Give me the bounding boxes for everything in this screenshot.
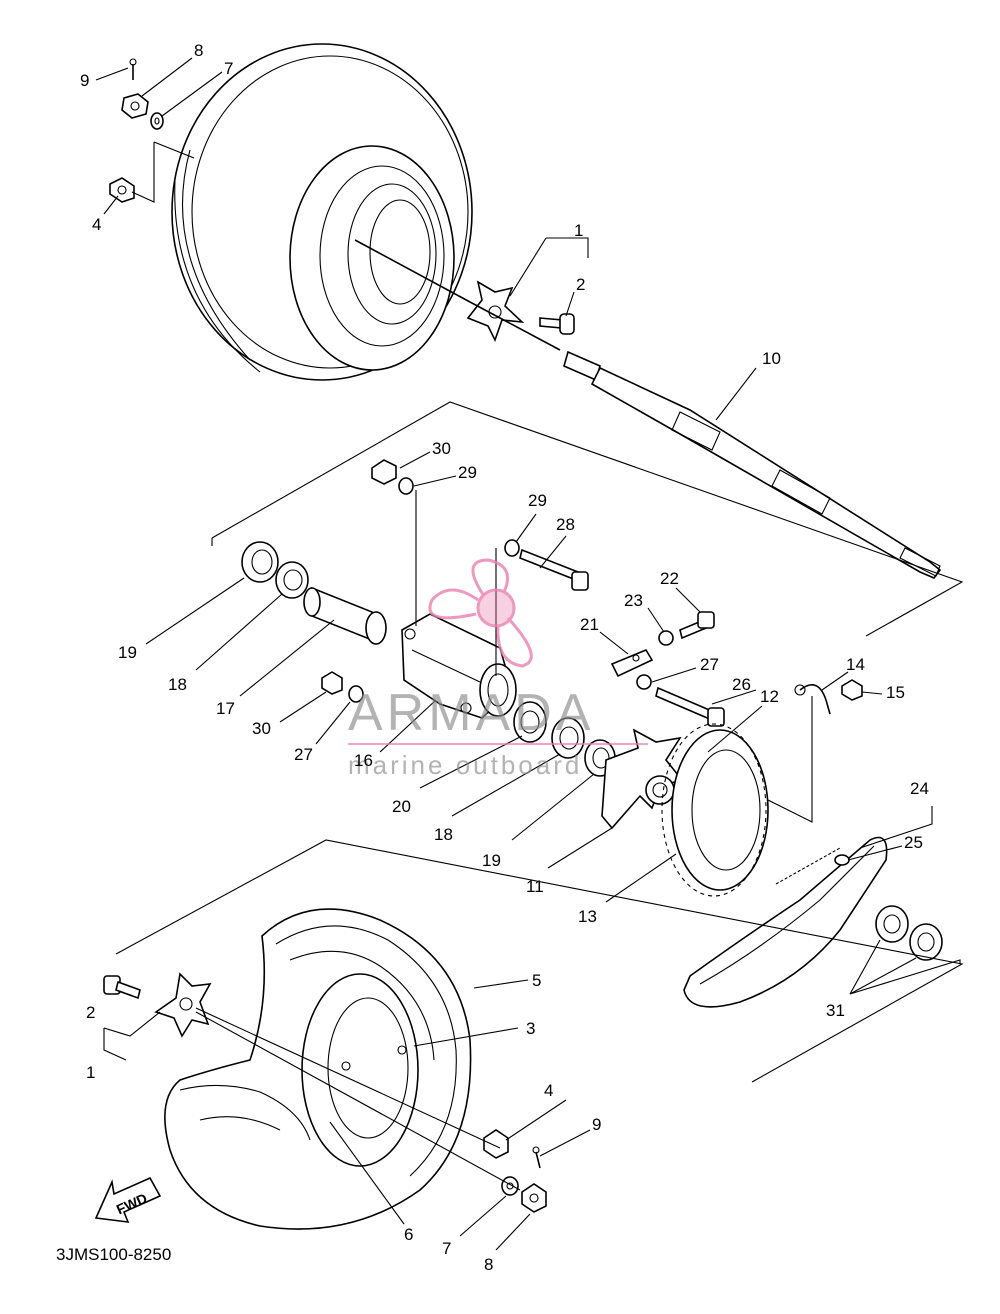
axle-housing xyxy=(401,613,517,719)
bottom-castle-nut xyxy=(521,1183,547,1213)
callout-25: 25 xyxy=(904,833,923,852)
nut-15 xyxy=(841,679,863,701)
callout-15: 15 xyxy=(886,683,905,702)
bracket-14 xyxy=(794,684,831,715)
callout-4-top: 4 xyxy=(92,215,101,234)
watermark: ARMADA marine outboard xyxy=(348,558,648,780)
guide-line-bottom-axis xyxy=(195,1007,501,1149)
callout-11: 11 xyxy=(526,877,544,896)
nut-30-top xyxy=(371,459,397,485)
chain-adjuster-21 xyxy=(610,648,654,678)
watermark-brand: ARMADA xyxy=(348,684,594,742)
callout-29-top: 29 xyxy=(458,463,477,482)
left-oil-seal-18 xyxy=(275,561,309,599)
top-hub-bolt xyxy=(539,313,575,335)
callout-numbers: 9 8 7 4 1 2 10 30 29 29 28 22 23 21 27 1… xyxy=(80,41,929,1274)
callout-28: 28 xyxy=(556,515,575,534)
callout-14: 14 xyxy=(846,655,865,674)
top-wheel-tire xyxy=(171,43,473,381)
washer-29-top xyxy=(398,477,414,495)
top-castle-nut xyxy=(121,93,149,119)
right-oil-seal-18 xyxy=(551,717,585,759)
callout-2-top: 2 xyxy=(576,275,585,294)
callout-22: 22 xyxy=(660,569,679,588)
washer-27-right xyxy=(636,674,652,690)
top-wheel-nut xyxy=(109,177,135,203)
callout-18-right: 18 xyxy=(434,825,453,844)
spacer-17 xyxy=(303,586,387,645)
callout-27-right: 27 xyxy=(700,655,719,674)
callout-17: 17 xyxy=(216,699,235,718)
diagram-code: 3JMS100-8250 xyxy=(56,1245,171,1264)
callout-29-right: 29 xyxy=(528,491,547,510)
bottom-wheel-hub xyxy=(154,972,212,1038)
bottom-wheel-nut xyxy=(483,1129,509,1159)
rear-axle-shaft xyxy=(354,239,942,579)
callout-31: 31 xyxy=(826,1001,845,1020)
callout-5: 5 xyxy=(532,971,541,990)
callout-4-bottom: 4 xyxy=(544,1081,553,1100)
bottom-washer xyxy=(501,1176,519,1196)
guide-line-14 xyxy=(767,696,813,823)
callout-18-left: 18 xyxy=(168,675,187,694)
drive-chain-24 xyxy=(683,836,888,1008)
callout-10: 10 xyxy=(762,349,781,368)
callout-26: 26 xyxy=(732,675,751,694)
bottom-cotter-pin xyxy=(532,1146,541,1169)
callout-24: 24 xyxy=(910,779,929,798)
right-bearing-20 xyxy=(513,701,547,743)
bolt-26 xyxy=(655,686,725,727)
collar-31 xyxy=(875,905,943,961)
center-assembly-outline xyxy=(211,401,964,637)
callout-1-top: 1 xyxy=(574,221,583,240)
callout-1-bottom: 1 xyxy=(86,1063,95,1082)
nut-30-left xyxy=(321,671,343,695)
bottom-hub-bolt xyxy=(103,975,141,1000)
callout-13: 13 xyxy=(578,907,597,926)
bottom-assembly-outline xyxy=(115,839,964,1083)
callout-3: 3 xyxy=(526,1019,535,1038)
callout-21: 21 xyxy=(580,615,599,634)
washer-27-left xyxy=(348,685,364,703)
callout-30-left: 30 xyxy=(252,719,271,738)
bottom-wheel-tire xyxy=(164,908,472,1230)
bolt-22 xyxy=(679,611,715,640)
callout-27-left: 27 xyxy=(294,745,313,764)
callout-19-right: 19 xyxy=(482,851,501,870)
callout-20: 20 xyxy=(392,797,411,816)
propeller-logo xyxy=(428,558,533,668)
callout-8-bottom: 8 xyxy=(484,1255,493,1274)
callout-8-top: 8 xyxy=(194,41,203,60)
bolt-28 xyxy=(519,548,589,591)
forward-direction-arrow: FWD xyxy=(94,1176,162,1223)
callout-12: 12 xyxy=(760,687,779,706)
callout-6: 6 xyxy=(404,1225,413,1244)
callout-2-bottom: 2 xyxy=(86,1003,95,1022)
sprocket-13 xyxy=(661,723,769,897)
guide-line-bottom-axis-2 xyxy=(195,1011,521,1191)
top-cotter-pin xyxy=(129,58,137,80)
watermark-tagline: marine outboard xyxy=(348,750,582,780)
top-washer xyxy=(150,112,164,130)
left-bearing-19 xyxy=(241,541,279,583)
callout-9-bottom: 9 xyxy=(592,1115,601,1134)
callout-7-top: 7 xyxy=(224,59,233,78)
callout-30-top: 30 xyxy=(432,439,451,458)
callout-16: 16 xyxy=(354,751,373,770)
washer-29-right xyxy=(504,539,520,557)
callout-19-left: 19 xyxy=(118,643,137,662)
callout-23: 23 xyxy=(624,591,643,610)
callout-9-top: 9 xyxy=(80,71,89,90)
callout-7-bottom: 7 xyxy=(442,1239,451,1258)
washer-23 xyxy=(658,630,674,646)
